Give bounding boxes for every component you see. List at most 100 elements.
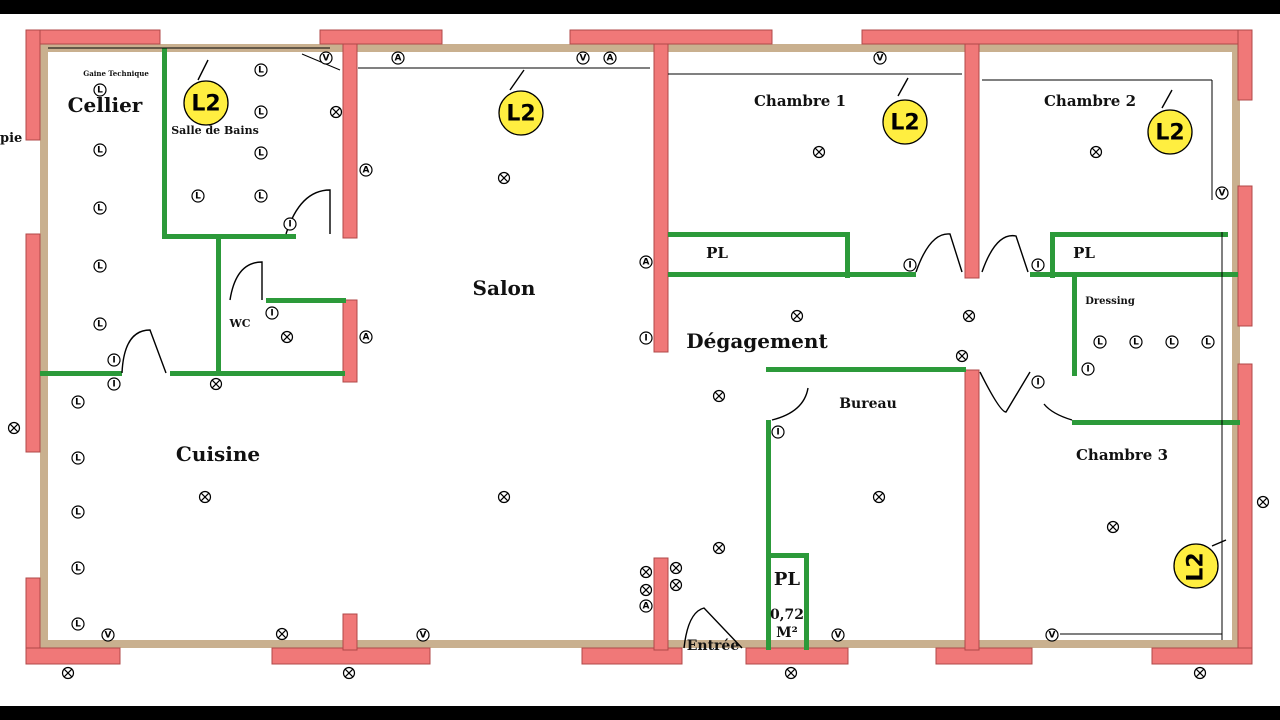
svg-text:V: V — [580, 54, 587, 64]
svg-text:L: L — [97, 204, 103, 214]
fixture-v-symbol: V — [831, 628, 845, 642]
fixture-a-symbol: A — [639, 255, 653, 269]
room-label-chambre3: Chambre 3 — [1076, 446, 1168, 464]
fixture-i-symbol: I — [639, 331, 653, 345]
svg-text:I: I — [112, 380, 115, 390]
top-band — [0, 0, 1280, 14]
fixture-l-symbol: L — [93, 317, 107, 331]
svg-text:L: L — [97, 320, 103, 330]
svg-text:L: L — [1205, 338, 1211, 348]
room-label-sdb: Salle de Bains — [171, 124, 259, 137]
fixture-a-symbol: A — [639, 599, 653, 613]
fixture-a-symbol: A — [391, 51, 405, 65]
fixture-v-symbol: V — [1045, 628, 1059, 642]
wall-core — [40, 44, 1240, 648]
svg-text:L: L — [75, 508, 81, 518]
room-label-degagement: Dégagement — [686, 329, 828, 353]
svg-text:L: L — [75, 454, 81, 464]
svg-text:V: V — [877, 54, 884, 64]
svg-text:I: I — [908, 261, 911, 271]
fixture-v-symbol: V — [873, 51, 887, 65]
light-point-icon — [962, 309, 976, 323]
room-label-cellier: Cellier — [68, 93, 143, 117]
svg-text:L: L — [1133, 338, 1139, 348]
light-point-icon — [712, 389, 726, 403]
fixture-l-symbol: L — [254, 63, 268, 77]
fixture-i-symbol: I — [903, 258, 917, 272]
light-point-icon — [639, 583, 653, 597]
light-point-icon — [669, 578, 683, 592]
fixture-l-symbol: L — [71, 505, 85, 519]
room-label-wc: WC — [228, 317, 250, 330]
fixture-i-symbol: I — [771, 425, 785, 439]
light-point-icon — [209, 377, 223, 391]
fixture-l-symbol: L — [93, 201, 107, 215]
svg-text:I: I — [1036, 378, 1039, 388]
fixture-v-symbol: V — [416, 628, 430, 642]
svg-text:I: I — [1036, 261, 1039, 271]
svg-text:L: L — [258, 149, 264, 159]
interior-partitions — [40, 48, 1240, 650]
fixture-l-symbol: L — [191, 189, 205, 203]
light-point-icon — [61, 666, 75, 680]
svg-text:A: A — [643, 602, 650, 612]
light-point-icon — [198, 490, 212, 504]
svg-text:L: L — [195, 192, 201, 202]
room-label-chambre1: Chambre 1 — [754, 92, 846, 110]
fixture-i-symbol: I — [265, 306, 279, 320]
fixture-i-symbol: I — [107, 353, 121, 367]
fixture-v-symbol: V — [1215, 186, 1229, 200]
svg-text:L: L — [97, 86, 103, 96]
svg-text:V: V — [835, 631, 842, 641]
closet-label-pl1: PL — [706, 244, 728, 262]
svg-text:I: I — [776, 428, 779, 438]
light-point-icon — [784, 666, 798, 680]
l2-bubble: L2 — [882, 77, 928, 145]
svg-text:L: L — [258, 66, 264, 76]
light-point-icon — [1106, 520, 1120, 534]
svg-text:L2: L2 — [506, 102, 535, 127]
fixture-l-symbol: L — [1093, 335, 1107, 349]
light-point-icon — [1193, 666, 1207, 680]
svg-text:L2: L2 — [1184, 552, 1209, 581]
light-point-icon — [1089, 145, 1103, 159]
svg-text:V: V — [1219, 189, 1226, 199]
fixture-i-symbol: I — [1031, 258, 1045, 272]
thin-lines — [48, 47, 1223, 640]
light-point-icon — [812, 145, 826, 159]
svg-text:L: L — [258, 192, 264, 202]
svg-text:I: I — [270, 309, 273, 319]
svg-text:L: L — [75, 398, 81, 408]
room-label-cuisine: Cuisine — [176, 442, 260, 466]
light-point-icon — [790, 309, 804, 323]
fixture-l-symbol: L — [1129, 335, 1143, 349]
svg-text:A: A — [643, 258, 650, 268]
fixture-l-symbol: L — [254, 105, 268, 119]
fixture-i-symbol: I — [107, 377, 121, 391]
light-point-icon — [955, 349, 969, 363]
room-label-gaine: Gaine Technique — [83, 69, 149, 78]
fixture-i-symbol: I — [283, 217, 297, 231]
edge-label: pie — [0, 131, 22, 146]
svg-text:V: V — [1049, 631, 1056, 641]
light-point-icon — [872, 490, 886, 504]
light-point-icon — [342, 666, 356, 680]
fixture-i-symbol: I — [1081, 362, 1095, 376]
closet-label-pl2: PL — [1073, 244, 1095, 262]
fixture-i-symbol: I — [1031, 375, 1045, 389]
svg-text:A: A — [395, 54, 402, 64]
light-point-icon — [497, 171, 511, 185]
fixture-v-symbol: V — [319, 51, 333, 65]
fixture-a-symbol: A — [359, 163, 373, 177]
svg-text:L: L — [97, 262, 103, 272]
fixture-a-symbol: A — [359, 330, 373, 344]
light-point-icon — [669, 561, 683, 575]
svg-text:L: L — [1169, 338, 1175, 348]
svg-text:I: I — [644, 334, 647, 344]
fixture-l-symbol: L — [71, 561, 85, 575]
room-label-chambre2: Chambre 2 — [1044, 92, 1136, 110]
fixture-l-symbol: L — [93, 83, 107, 97]
closet-area-unit: M² — [776, 625, 798, 641]
